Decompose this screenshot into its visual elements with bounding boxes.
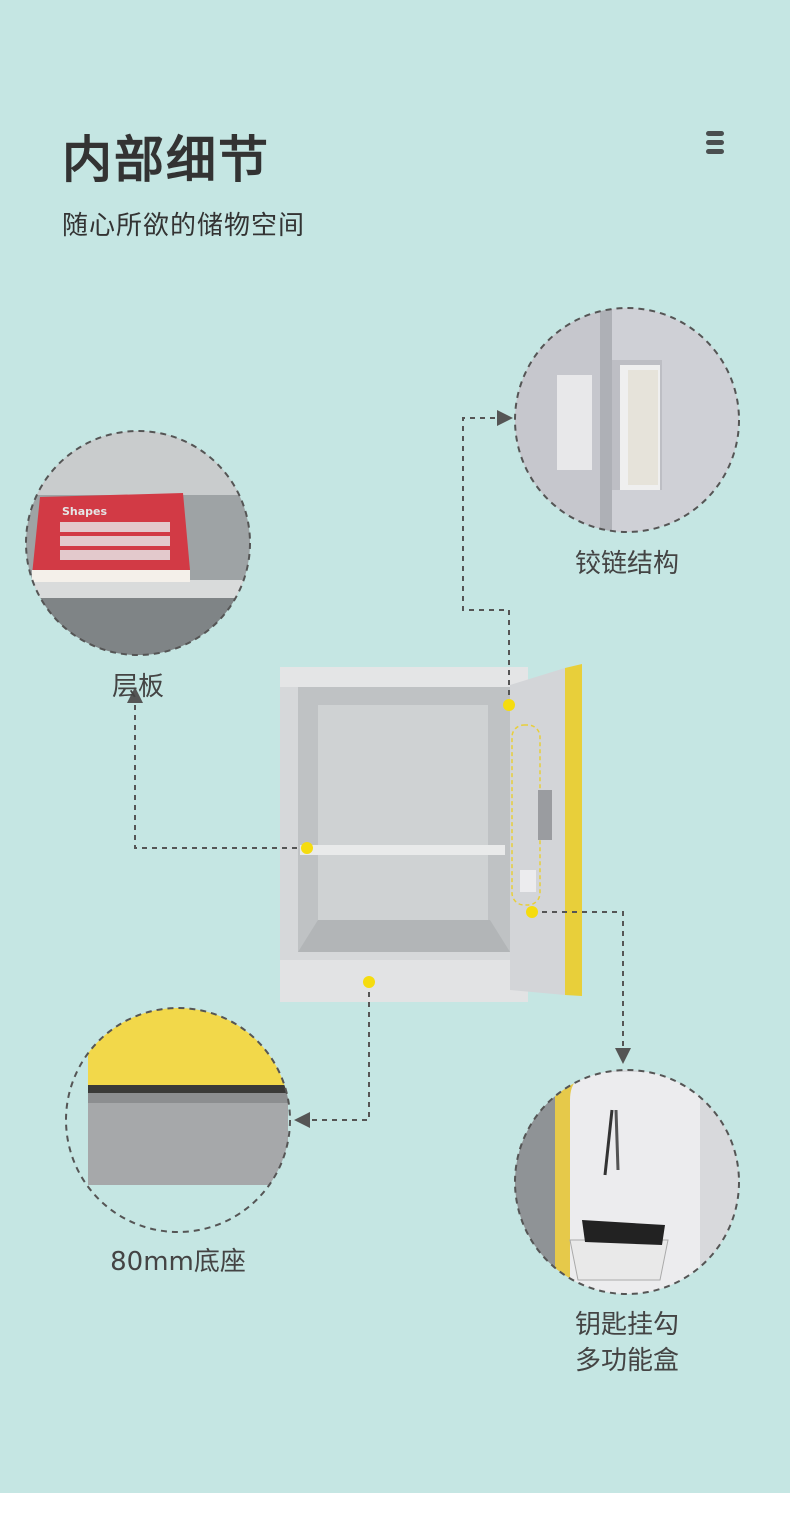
shelf-marker-dot xyxy=(301,842,313,854)
key-box-detail-image xyxy=(515,1070,739,1294)
key-box-marker-dot xyxy=(526,906,538,918)
page-subtitle: 随心所欲的储物空间 xyxy=(62,211,306,241)
book xyxy=(32,493,190,575)
shelf-label: 层板 xyxy=(111,672,164,702)
illustration: Shapes xyxy=(25,307,740,1295)
hinge-marker-dot xyxy=(503,699,515,711)
hinge-detail-image xyxy=(515,308,739,532)
locker-image xyxy=(280,664,582,1002)
key-box-connector xyxy=(532,911,631,1064)
key-box-label-line2: 多功能盒 xyxy=(574,1346,679,1376)
book-title: Shapes xyxy=(62,505,108,518)
hinge-label: 铰链结构 xyxy=(574,549,679,579)
hinge-connector xyxy=(462,410,513,705)
base-detail-image xyxy=(66,1008,290,1232)
base-label: 80mm底座 xyxy=(110,1247,246,1277)
shelf-detail-image: Shapes xyxy=(26,431,250,655)
base-marker-dot xyxy=(363,976,375,988)
base-connector xyxy=(294,982,370,1128)
menu-icon[interactable] xyxy=(706,131,724,158)
shelf-connector xyxy=(127,687,307,849)
page-title: 内部细节 xyxy=(62,131,270,189)
key-box-label-line1: 钥匙挂勾 xyxy=(574,1310,679,1340)
